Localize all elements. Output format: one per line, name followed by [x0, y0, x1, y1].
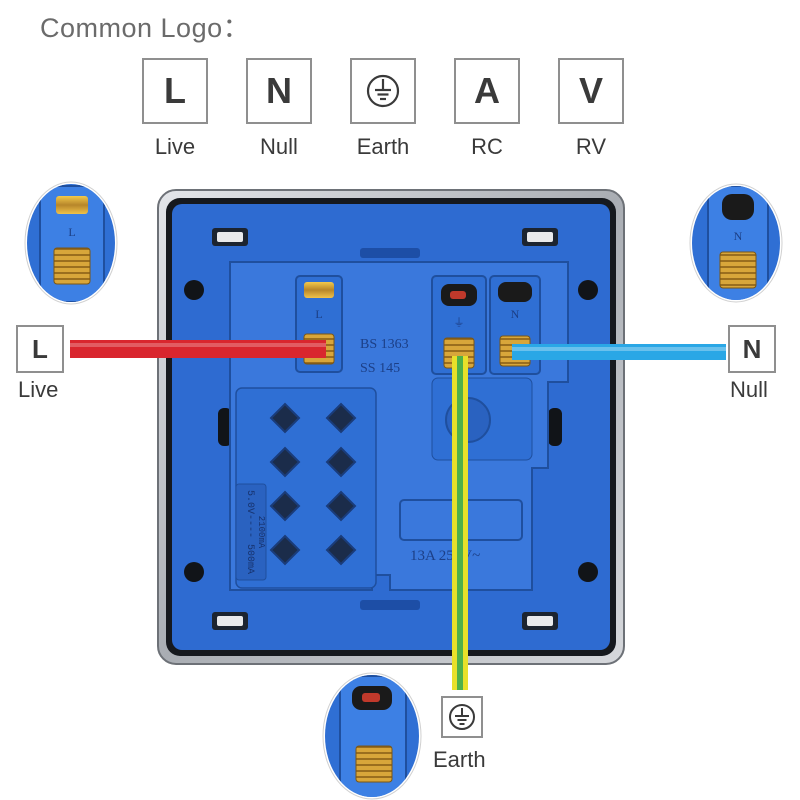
closeup-null-terminal: N [689, 183, 783, 303]
logo-earth-symbol [350, 58, 416, 124]
earth-label-box [441, 696, 483, 738]
logo-live: L Live [140, 58, 210, 160]
screw-hole [578, 280, 598, 300]
vent-pattern [269, 402, 357, 566]
usb-rating-text: 5.0V---- 500mA [244, 490, 255, 574]
logo-null: N Null [244, 58, 314, 160]
earth-ground-icon [366, 74, 400, 108]
usb-rating-text-2: 2100mA [256, 516, 266, 549]
screw-hole [184, 562, 204, 582]
null-label-caption: Null [730, 377, 768, 402]
logo-null-caption: Null [260, 134, 298, 159]
logo-live-symbol: L [142, 58, 208, 124]
logo-earth-caption: Earth [356, 134, 410, 159]
terminal-label-null: N [511, 307, 520, 321]
closeup-earth-terminal [322, 672, 422, 800]
logo-null-symbol: N [246, 58, 312, 124]
rating-text: 13A 250V~ [410, 548, 480, 564]
logo-rc: A RC [452, 58, 522, 160]
earth-ground-icon [449, 704, 475, 730]
terminal-label-live: L [315, 307, 322, 321]
standard-text-bs: BS 1363 [360, 337, 409, 352]
side-slot [548, 408, 562, 446]
logo-live-caption: Live [154, 134, 196, 159]
earth-label-caption: Earth [433, 747, 486, 772]
terminal-label-earth: ⏚ [454, 316, 465, 329]
logo-rv-symbol: V [558, 58, 624, 124]
side-slot [218, 408, 232, 446]
logo-rc-caption: RC [471, 134, 503, 159]
screw-hole [184, 280, 204, 300]
null-wire [512, 344, 726, 360]
closeup-label-null: N [734, 229, 743, 243]
live-label-caption: Live [18, 377, 59, 402]
logo-rv: V RV [556, 58, 626, 160]
logo-rv-caption: RV [575, 134, 607, 159]
live-label-box: L [16, 325, 64, 373]
earth-wire [452, 356, 468, 690]
screw-hole [578, 562, 598, 582]
closeup-live-terminal: L [24, 181, 118, 305]
null-label-box: N [728, 325, 776, 373]
standard-text-ss: SS 145 [360, 361, 400, 376]
closeup-label-live: L [68, 225, 75, 239]
logo-earth: Earth [348, 58, 418, 160]
common-logo-heading: Common Logo： [40, 13, 251, 43]
live-wire [70, 340, 326, 358]
logo-rc-symbol: A [454, 58, 520, 124]
